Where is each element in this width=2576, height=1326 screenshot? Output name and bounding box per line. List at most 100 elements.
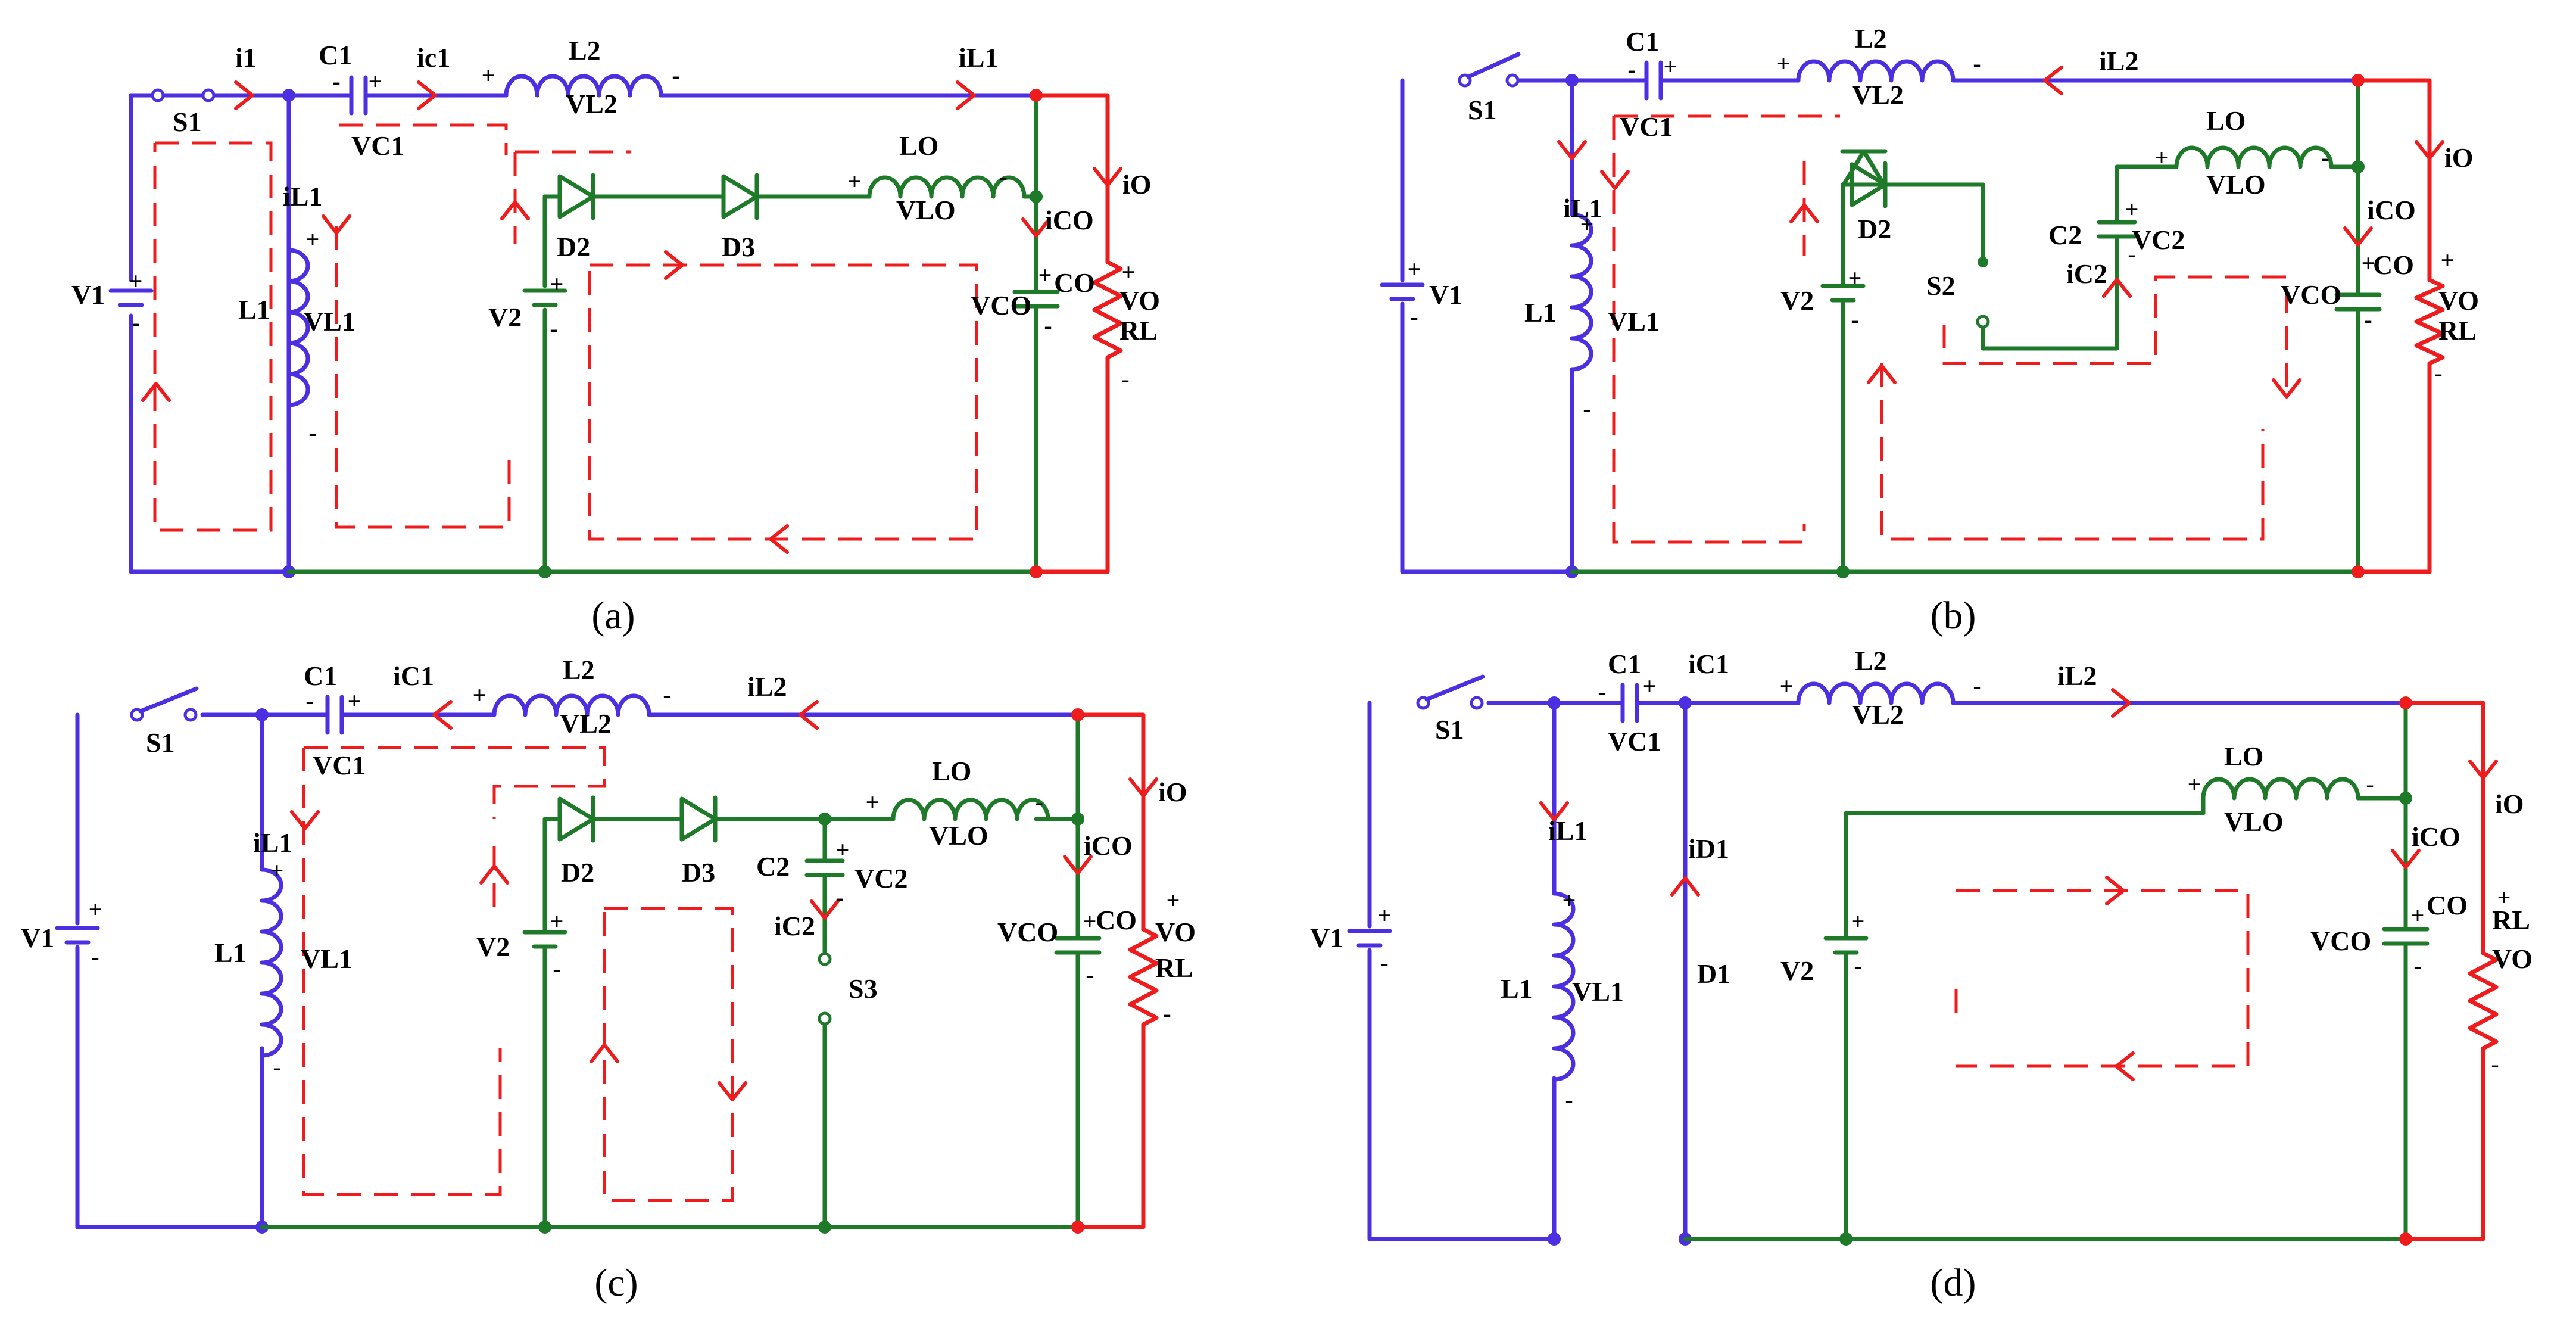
junction-dot — [1839, 1232, 1853, 1246]
polarity-mark: + — [1167, 887, 1180, 914]
label-l2: L2 — [1855, 646, 1887, 676]
switch-contact — [1978, 257, 1988, 267]
label-lo: LO — [932, 756, 971, 786]
resistor-icon — [2414, 278, 2445, 366]
inductor-coil-icon — [1796, 681, 1956, 705]
output-wire — [1075, 712, 1146, 1229]
polarity-mark: + — [1122, 259, 1136, 285]
label-vo: VO — [1155, 917, 1196, 947]
current-arrow-icon — [2415, 140, 2444, 160]
label-vco: VCO — [997, 917, 1058, 947]
label-c1: C1 — [304, 661, 337, 691]
inductor-coil-icon — [1552, 891, 1576, 1082]
label-vl2: VL2 — [566, 89, 618, 119]
junction-dot — [2352, 160, 2365, 173]
label-d1: D1 — [1697, 958, 1730, 989]
current-arrow-icon — [1600, 170, 1630, 190]
polarity-mark: - — [1565, 1087, 1573, 1113]
current-arrow-icon — [2343, 226, 2373, 247]
label-il1: iL1 — [1563, 193, 1602, 223]
polarity-mark: - — [1121, 366, 1129, 393]
inductor-coil-icon — [1796, 59, 1956, 83]
polarity-mark: - — [332, 68, 340, 95]
current-arrow-icon — [718, 1081, 747, 1101]
label-d2: D2 — [1858, 214, 1891, 244]
capacitor-icon — [1012, 290, 1060, 309]
label-rl: RL — [2438, 315, 2477, 345]
polarity-mark: - — [1410, 303, 1418, 330]
polarity-mark: + — [1780, 673, 1794, 699]
current-arrow-icon — [1867, 364, 1897, 384]
current-arrow-icon — [2043, 66, 2063, 95]
output-wire — [1034, 93, 1110, 574]
polarity-mark: + — [2362, 250, 2375, 276]
current-arrow-icon — [290, 810, 320, 830]
label-io: iO — [1158, 777, 1187, 807]
polarity-mark: - — [1854, 953, 1861, 979]
label-co: CO — [2427, 890, 2468, 920]
current-arrow-icon — [500, 200, 530, 220]
current-arrow-icon — [2391, 849, 2421, 869]
diode-icon — [721, 174, 759, 219]
switch-contact — [818, 952, 832, 966]
current-arrow-icon — [2468, 760, 2498, 780]
label-il2: iL2 — [747, 671, 787, 702]
current-arrow-icon — [2272, 378, 2301, 399]
capacitor-icon — [804, 858, 845, 877]
label-co: CO — [2373, 250, 2414, 280]
label-vl2: VL2 — [1852, 80, 1904, 110]
caption-d: (d) — [1931, 1261, 1976, 1305]
inductor-coil-icon — [260, 867, 283, 1058]
junction-dot — [538, 1221, 551, 1234]
polarity-mark: - — [2366, 771, 2374, 798]
label-il2: iL2 — [2099, 46, 2138, 76]
label-rl: RL — [1155, 953, 1193, 983]
output-wire — [2403, 701, 2485, 1241]
current-arrow-icon — [956, 80, 976, 110]
label-ico: iCO — [1084, 830, 1133, 861]
loop-output — [1880, 363, 2265, 541]
inductor-coil-icon — [867, 175, 1027, 199]
capacitor-icon — [325, 695, 344, 735]
current-arrow-icon — [2102, 278, 2132, 298]
label-ic1: iC1 — [393, 661, 434, 691]
label-vc1: VC1 — [351, 130, 404, 161]
label-vco: VCO — [971, 290, 1031, 320]
polarity-mark: - — [1973, 673, 1981, 699]
junction-dot — [2352, 74, 2365, 87]
label-d3: D3 — [722, 232, 755, 262]
caption-a: (a) — [591, 594, 635, 637]
label-c1: C1 — [1608, 649, 1641, 679]
inductor-coil-icon — [504, 74, 663, 98]
polarity-mark: - — [835, 884, 843, 911]
label-d2: D2 — [557, 232, 590, 262]
label-l1: L1 — [1501, 973, 1533, 1004]
label-s1: S1 — [146, 727, 175, 758]
junction-dot — [1030, 190, 1043, 203]
polarity-mark: + — [848, 168, 862, 195]
polarity-mark: + — [482, 62, 495, 89]
label-d2: D2 — [561, 857, 594, 888]
inductor-coil-icon — [891, 798, 1050, 821]
junction-dot — [1071, 708, 1084, 721]
label-vo: VO — [1119, 285, 1160, 316]
polarity-mark: - — [1851, 306, 1858, 333]
label-io: iO — [2495, 789, 2524, 819]
polarity-mark: + — [1777, 50, 1791, 77]
junction-dot — [1071, 1221, 1084, 1234]
polarity-mark: - — [672, 62, 679, 89]
loop-source — [153, 141, 273, 532]
current-arrow-icon — [799, 700, 819, 730]
label-i1: i1 — [235, 42, 257, 73]
junction-dot — [2399, 1232, 2412, 1246]
current-arrow-icon — [1670, 876, 1700, 897]
label-ico: iCO — [2412, 821, 2460, 852]
polarity-mark: - — [1973, 50, 1981, 77]
junction-dot — [2399, 696, 2412, 709]
polarity-mark: - — [308, 419, 316, 446]
current-arrow-icon — [1093, 167, 1122, 187]
label-v2: V2 — [1780, 285, 1814, 316]
